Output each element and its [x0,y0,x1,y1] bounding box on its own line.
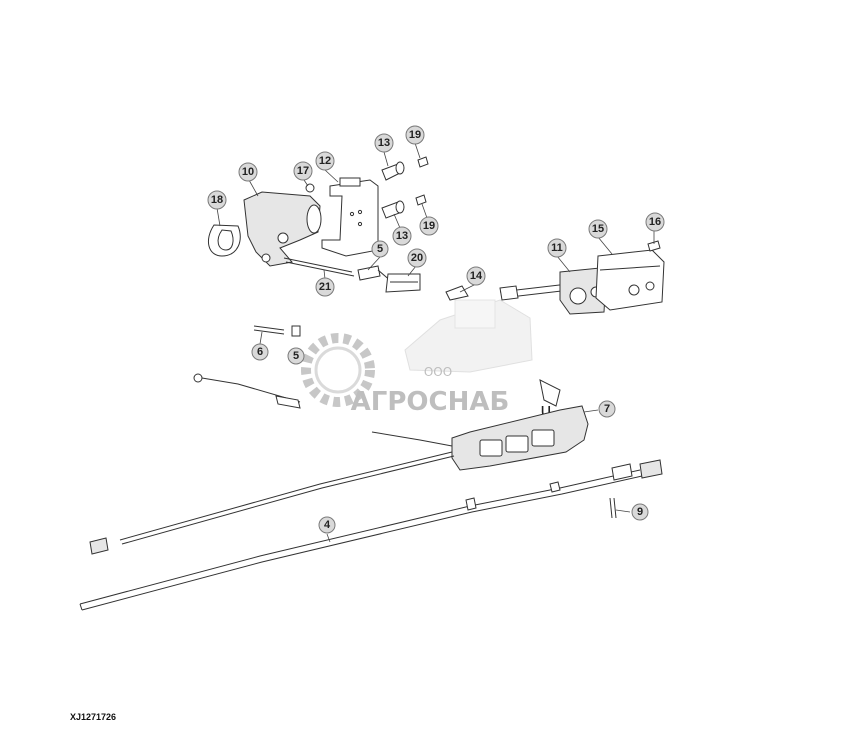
callout-label: 16 [649,216,661,228]
callout-label: 17 [297,165,309,177]
callout-label: 11 [551,242,563,254]
clip-5-part [291,325,301,337]
cable-eyelet-part [193,373,203,383]
motor-housing-part [243,191,321,267]
callout-4: 4 [318,516,336,534]
callout-label: 9 [637,506,643,518]
callout-14: 14 [466,266,486,286]
callout-label: 6 [257,346,263,358]
callout-label: 7 [604,403,610,415]
watermark-harvester-icon [404,299,533,373]
callout-9: 9 [631,503,649,521]
callout-12: 12 [315,151,335,171]
callout-19-upper: 19 [405,125,425,145]
callout-16: 16 [645,212,665,232]
callout-15: 15 [588,219,608,239]
small-parts [193,325,301,409]
callout-18: 18 [207,190,227,210]
callout-label: 12 [319,155,331,167]
callout-label: 18 [211,194,223,206]
actuator-assembly [445,240,665,315]
watermark-line1: ООО [424,365,452,379]
leader-lines [216,142,655,543]
connector-right-part [639,459,663,479]
bracket-part [321,179,379,257]
callout-label: 13 [396,230,408,242]
motor-assembly [207,156,429,293]
callout-label: 15 [592,223,604,235]
fitting-part [445,285,469,301]
callout-10: 10 [238,162,258,182]
callout-label: 5 [293,350,299,362]
callout-19-lower: 19 [419,216,439,236]
watermark-stray-char: u [540,400,551,421]
switch-module [451,379,589,471]
callout-label: 14 [470,270,483,282]
callout-label: 13 [378,137,390,149]
control-box-part [595,249,665,311]
callout-17: 17 [293,161,313,181]
pin-upper-part [357,265,381,281]
callout-20: 20 [407,248,427,268]
callout-21: 21 [315,277,335,297]
pin-6-part [253,325,285,331]
callout-label: 19 [423,220,435,232]
clip-part [385,273,421,293]
callout-5-upper: 5 [371,240,389,258]
figure-code: XJ1271726 [70,712,117,722]
screw-upper-part [417,156,429,168]
callout-11: 11 [547,238,567,258]
callout-label: 21 [319,281,331,293]
rod-part [283,257,353,273]
motor-end-cap-part [306,204,322,234]
bolt-9-part [609,497,613,519]
watermark-gear-icon [301,333,375,407]
callout-13-lower: 13 [392,226,412,246]
watermark: ООО АГРОСНАБ [301,299,533,417]
callout-label: 20 [411,252,423,264]
callout-6: 6 [251,343,269,361]
control-cable-part [201,377,301,403]
watermark-line2: АГРОСНАБ [351,387,510,417]
callout-label: 10 [242,166,254,178]
callout-13-upper: 13 [374,133,394,153]
wiring-harness [79,431,663,611]
callout-label: 5 [377,243,383,255]
callout-label: 19 [409,129,421,141]
screw-16-part [647,240,661,252]
callout-5-lower: 5 [287,347,305,365]
callout-7: 7 [598,400,616,418]
screw-lower-part [415,194,427,206]
connector-left-part [89,537,109,555]
callout-label: 4 [324,519,331,531]
harness-upper-part [119,451,453,541]
